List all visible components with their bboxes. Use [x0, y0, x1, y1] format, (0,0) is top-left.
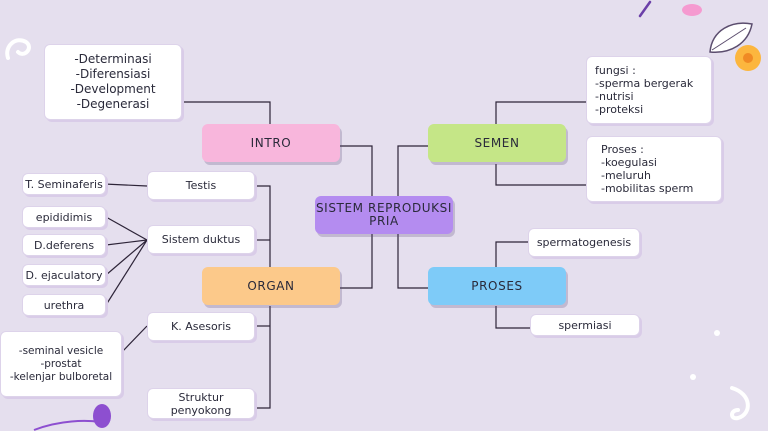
- branch-intro[interactable]: INTRO: [202, 124, 340, 162]
- duktus-part[interactable]: epididimis: [22, 206, 106, 228]
- decoration-dot-icon: [714, 330, 720, 336]
- decoration-leaf-icon: [709, 22, 753, 53]
- testis-part[interactable]: T. Seminaferis: [22, 173, 106, 195]
- organ-k-asesoris[interactable]: K. Asesoris: [147, 312, 255, 341]
- duktus-part[interactable]: D.deferens: [22, 234, 106, 256]
- semen-proses-note[interactable]: Proses : -koegulasi -meluruh -mobilitas …: [586, 136, 722, 202]
- branch-semen[interactable]: SEMEN: [428, 124, 566, 162]
- branch-proses[interactable]: PROSES: [428, 267, 566, 305]
- decoration-swirl-icon: [730, 386, 750, 421]
- decoration-flower-icon: [735, 45, 761, 71]
- decoration-stroke-icon: [638, 0, 652, 18]
- intro-note[interactable]: -Determinasi -Diferensiasi -Development …: [44, 44, 182, 120]
- proses-spermatogenesis[interactable]: spermatogenesis: [528, 228, 640, 257]
- decoration-petal-icon: [682, 4, 702, 16]
- branch-organ[interactable]: ORGAN: [202, 267, 340, 305]
- organ-struktur-penyokong[interactable]: Struktur penyokong: [147, 388, 255, 419]
- duktus-part[interactable]: urethra: [22, 294, 106, 316]
- decoration-dot-icon: [690, 374, 696, 380]
- center-topic[interactable]: SISTEM REPRODUKSI PRIA: [315, 196, 453, 234]
- proses-spermiasi[interactable]: spermiasi: [530, 314, 640, 336]
- asesoris-note[interactable]: -seminal vesicle -prostat -kelenjar bulb…: [0, 331, 122, 397]
- organ-sistem-duktus[interactable]: Sistem duktus: [147, 225, 255, 254]
- duktus-part[interactable]: D. ejaculatory: [22, 264, 106, 286]
- decoration-flower-bud-icon: [33, 404, 111, 431]
- organ-testis[interactable]: Testis: [147, 171, 255, 200]
- decoration-swirl-icon: [5, 38, 31, 60]
- semen-fungsi-note[interactable]: fungsi : -sperma bergerak -nutrisi -prot…: [586, 56, 712, 124]
